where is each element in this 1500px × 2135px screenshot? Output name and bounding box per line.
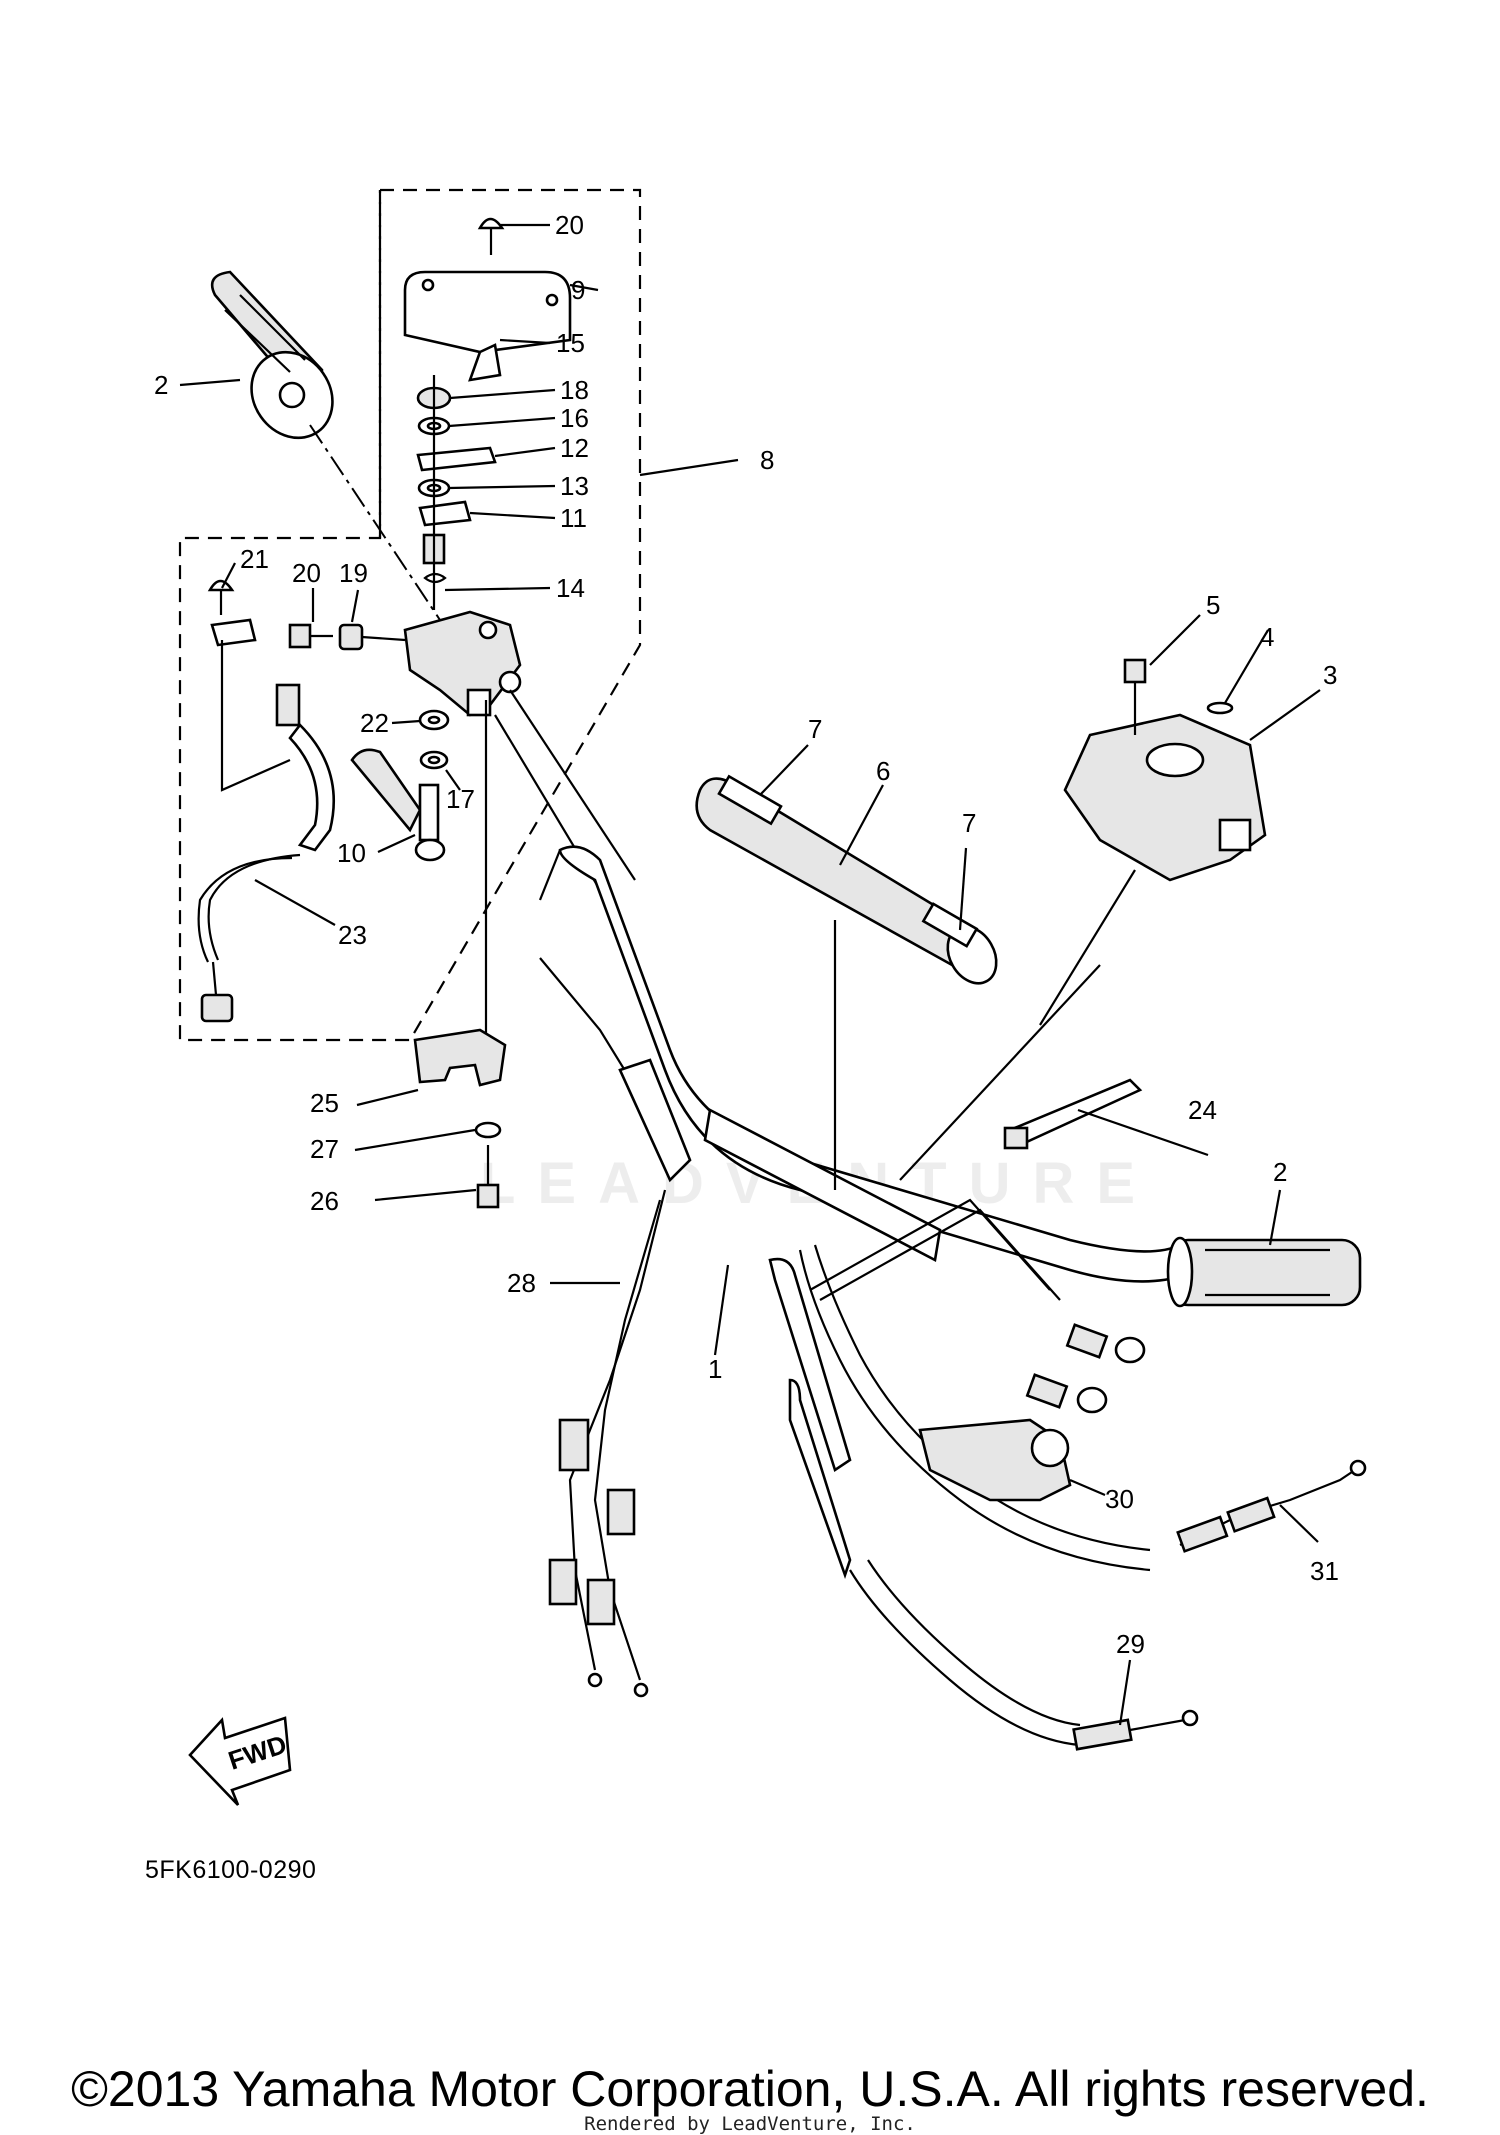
cable-29[interactable] (1072, 1709, 1199, 1751)
callout-8: 8 (760, 445, 774, 475)
left-grip[interactable] (210, 270, 349, 454)
callout-6: 6 (876, 756, 890, 786)
callout-21: 21 (240, 544, 269, 574)
callout-leaders (179, 223, 1321, 1726)
switch-lead-wire[interactable] (288, 723, 336, 852)
switch-connector[interactable] (200, 993, 234, 1023)
fwd-arrow-icon: FWD (188, 1716, 292, 1806)
callout-numbers: 20 9 15 18 16 12 13 11 14 8 2 21 20 19 2… (154, 210, 1339, 1659)
handlebar-pad[interactable] (695, 777, 1006, 992)
pad-band-left[interactable] (717, 774, 783, 826)
right-grip[interactable] (1166, 1236, 1362, 1308)
callout-26: 26 (310, 1186, 339, 1216)
adjuster-upper[interactable] (1065, 1323, 1146, 1364)
brake-cable-rear[interactable] (798, 1244, 1151, 1747)
callout-16: 16 (560, 403, 589, 433)
washer-22[interactable] (418, 709, 450, 731)
cable-31[interactable] (1176, 1459, 1367, 1553)
switch-body[interactable] (275, 683, 301, 727)
callout-2a: 2 (154, 370, 168, 400)
callout-13: 13 (560, 471, 589, 501)
callout-31: 31 (1310, 1556, 1339, 1586)
callout-7b: 7 (962, 808, 976, 838)
callout-11: 11 (560, 503, 587, 533)
callout-30: 30 (1105, 1484, 1134, 1514)
screw-top[interactable] (477, 217, 505, 255)
pad-band-right[interactable] (921, 902, 979, 948)
adjuster-lower[interactable] (1025, 1373, 1108, 1414)
callout-4: 4 (1260, 622, 1274, 652)
throttle-cover[interactable] (403, 270, 572, 354)
callout-23: 23 (338, 920, 367, 950)
throttle-assembly-box (178, 188, 642, 1042)
callout-2b: 2 (1273, 1157, 1287, 1187)
brake-cable-end[interactable] (809, 1198, 1061, 1301)
throttle-cable[interactable] (539, 957, 692, 1698)
callout-27: 27 (310, 1134, 339, 1164)
callout-5: 5 (1206, 590, 1220, 620)
callout-1: 1 (708, 1354, 722, 1384)
callout-22: 22 (360, 708, 389, 738)
cover-screw[interactable] (1123, 658, 1147, 735)
callout-17: 17 (446, 784, 475, 814)
callout-20b: 20 (292, 558, 321, 588)
switch-screw-21[interactable] (207, 579, 235, 615)
nut-19[interactable] (338, 623, 364, 651)
callout-12: 12 (560, 433, 589, 463)
callout-28: 28 (507, 1268, 536, 1298)
o-ring[interactable] (1206, 701, 1234, 715)
brake-switch-30[interactable] (918, 1418, 1072, 1502)
callout-19: 19 (339, 558, 368, 588)
callout-14: 14 (556, 573, 585, 603)
callout-20a: 20 (555, 210, 584, 240)
bolt-26[interactable] (476, 1145, 500, 1209)
callout-3: 3 (1323, 660, 1337, 690)
switch-wire-23[interactable] (207, 853, 301, 961)
brake-cable-front[interactable] (768, 1257, 852, 1579)
callout-15: 15 (556, 328, 585, 358)
washer-27[interactable] (474, 1121, 502, 1139)
cable-tie[interactable] (1003, 1078, 1143, 1150)
callout-25: 25 (310, 1088, 339, 1118)
rendered-by-credit: Rendered by LeadVenture, Inc. (584, 2113, 916, 2135)
callout-29: 29 (1116, 1629, 1145, 1659)
cover-seal[interactable] (468, 343, 502, 382)
callout-18: 18 (560, 375, 589, 405)
callout-7a: 7 (808, 714, 822, 744)
washer-17[interactable] (419, 750, 449, 770)
copyright-notice: ©2013 Yamaha Motor Corporation, U.S.A. A… (71, 2061, 1429, 2117)
plate-12[interactable] (416, 446, 497, 472)
lever-11[interactable] (418, 500, 472, 527)
throttle-lever[interactable] (350, 748, 446, 862)
handlebar-cover[interactable] (1063, 713, 1267, 882)
callout-24: 24 (1188, 1095, 1217, 1125)
switch-bracket[interactable] (210, 618, 257, 647)
diagram-code: 5FK6100-0290 (145, 1856, 317, 1884)
screw-side[interactable] (288, 623, 333, 649)
lower-clamp[interactable] (413, 1028, 507, 1087)
throttle-housing[interactable] (403, 610, 522, 717)
callout-9: 9 (571, 275, 585, 305)
callout-10: 10 (337, 838, 366, 868)
